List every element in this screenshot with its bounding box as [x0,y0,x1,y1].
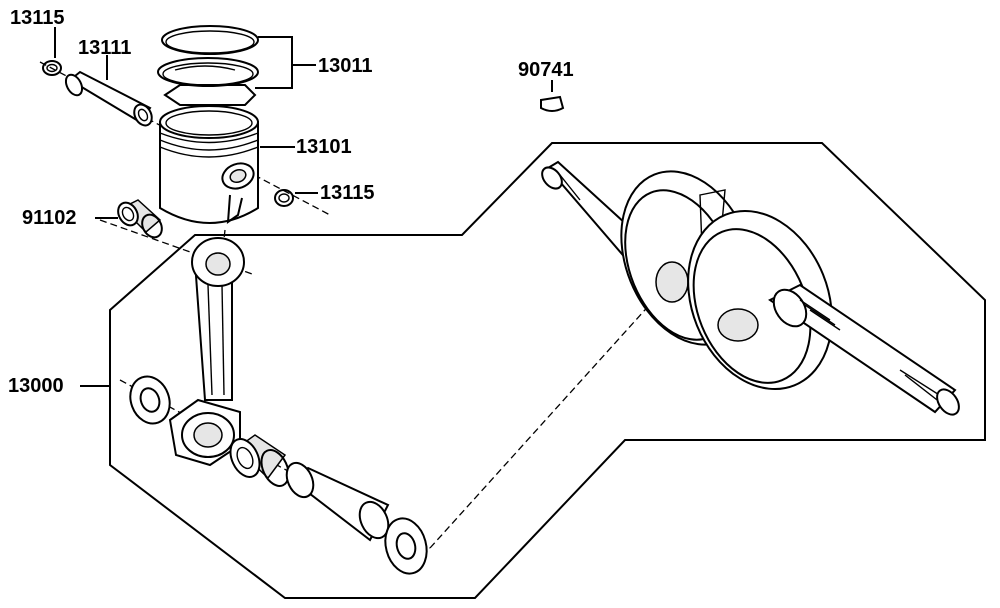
big-end-bearing-part [229,434,290,487]
connecting-rod-part [168,237,245,467]
leader-13011-bracket [255,36,293,89]
axis-crank-link [429,279,673,549]
leader-13000 [80,385,111,465]
callout-label-13000: 13000 [8,375,64,397]
circlip-right-part [274,189,294,207]
piston-rings-part [157,25,259,106]
callout-label-13115-top: 13115 [10,7,65,29]
callout-label-13111: 13111 [78,37,132,59]
small-end-bearing-part [117,199,163,239]
crank-pin-part [285,461,390,542]
callout-label-91102: 91102 [22,207,77,229]
circlip-top-part [42,60,62,76]
piston-pin-part [64,70,153,127]
callout-label-13101: 13101 [296,136,352,158]
callout-label-13115-right: 13115 [320,182,375,204]
callout-label-13011: 13011 [318,55,373,77]
crankshaft-part [541,160,960,416]
callout-label-90741: 90741 [518,59,574,81]
thrust-washer-left-part [129,375,171,425]
assembly-outline-frame [109,142,986,599]
thrust-washer-right-part [384,517,428,575]
woodruff-key-part [540,95,565,112]
piston-part [159,105,259,225]
